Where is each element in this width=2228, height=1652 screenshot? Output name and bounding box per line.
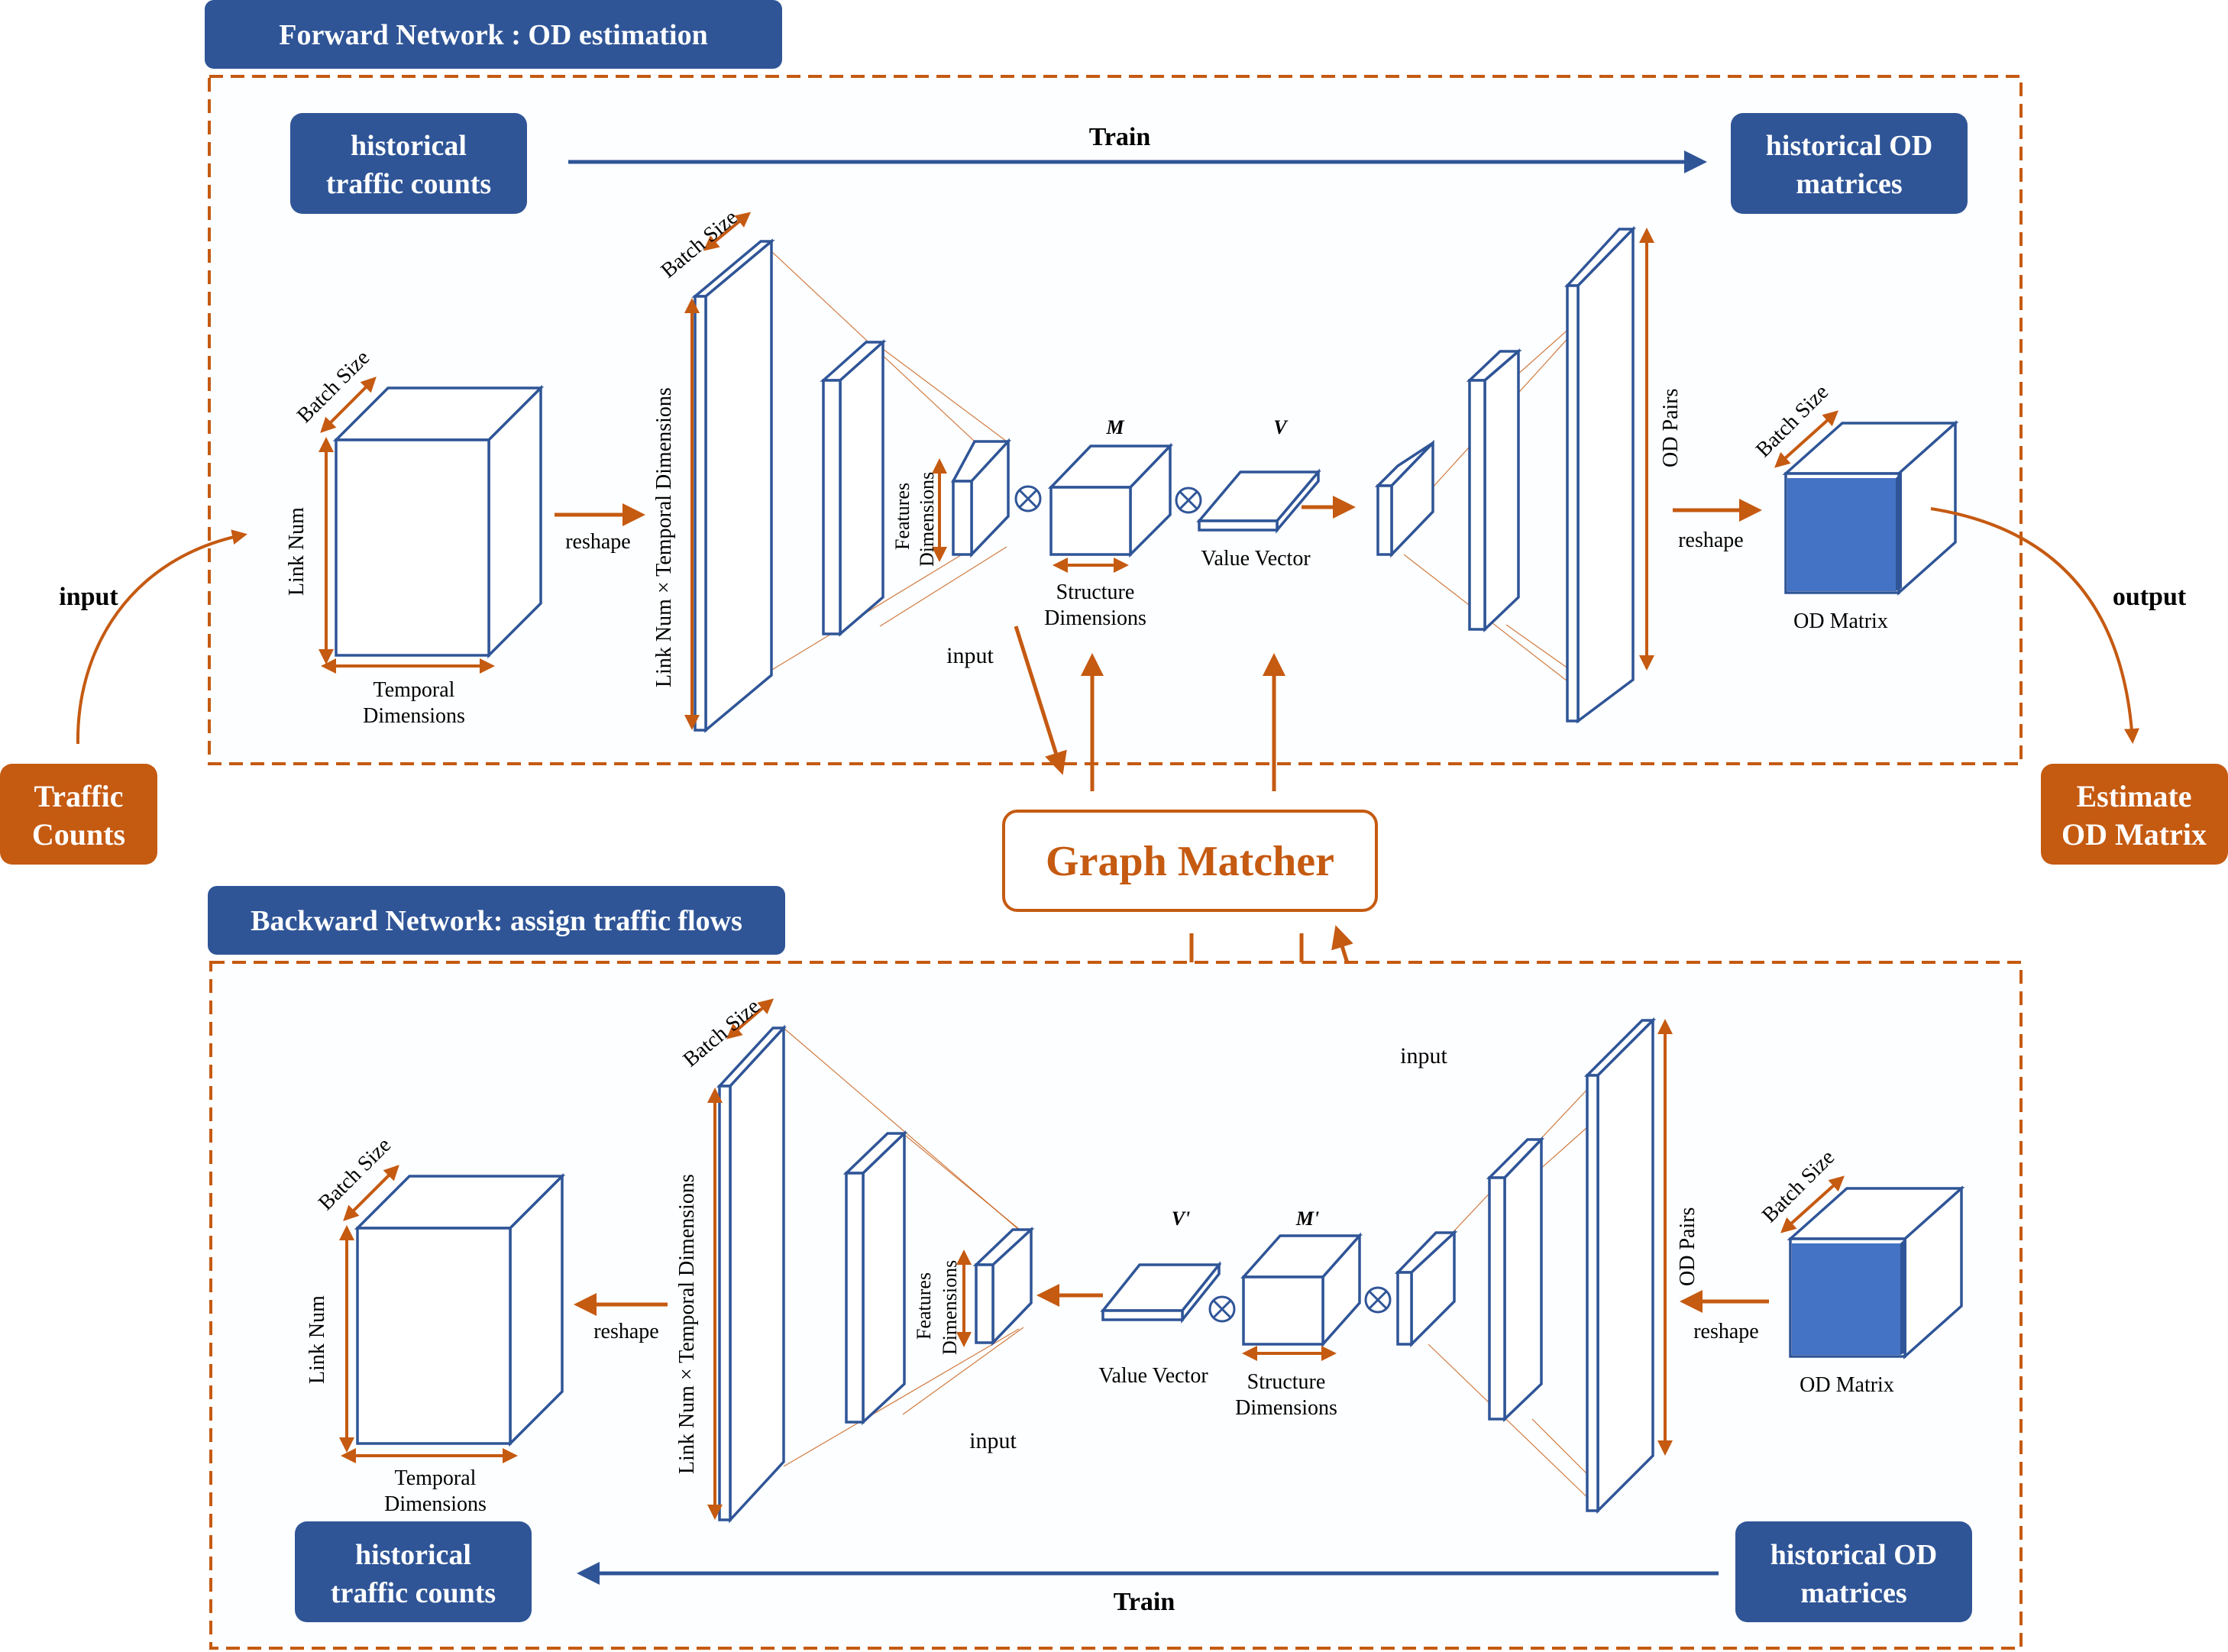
backward-input-left-label: input: [969, 1428, 1017, 1453]
backward-title: Backward Network: assign traffic flows: [251, 905, 742, 937]
backward-network: Backward Network: assign traffic flows h…: [208, 886, 2023, 1650]
backward-hist-counts-box: [295, 1521, 532, 1622]
forward-features-line2: Dimensions: [916, 472, 938, 567]
forward-hist-od-line2: matrices: [1796, 168, 1902, 200]
forward-temporal-line1: Temporal: [373, 678, 455, 702]
backward-title-box: [208, 886, 785, 955]
backward-decoder-left: [716, 1024, 1035, 1524]
forward-value-vector-label: Value Vector: [1201, 547, 1311, 571]
backward-od-matrix-label: OD Matrix: [1800, 1373, 1894, 1397]
backward-vprime-slab: [1100, 1261, 1222, 1324]
backward-temporal-line1: Temporal: [395, 1466, 477, 1490]
forward-enc-height-label: Link Num × Temporal Dimensions: [652, 387, 676, 687]
forward-enc-batch-arrow: [703, 212, 752, 251]
forward-network: Forward Network : OD estimation historic…: [205, 0, 2023, 765]
estimate-od-line1: Estimate: [2076, 779, 2191, 813]
backward-dec-height-label: Link Num × Temporal Dimensions: [675, 1174, 699, 1474]
forward-od-batch-arrow: [1774, 410, 1838, 468]
forward-encoder: [691, 238, 1011, 733]
forward-hist-counts-line2: traffic counts: [326, 168, 491, 200]
forward-hist-counts-line1: historical: [351, 130, 467, 162]
forward-batch-arrow: [320, 377, 377, 433]
forward-reshape-out-label: reshape: [1678, 529, 1744, 552]
backward-features-line1: Features: [913, 1272, 935, 1340]
backward-encoder-right: [1394, 1017, 1657, 1515]
forward-v-slab: [1196, 468, 1321, 534]
estimate-od-line2: OD Matrix: [2061, 817, 2207, 852]
backward-hist-od-box: [1735, 1521, 1972, 1622]
traffic-counts-box: [0, 764, 157, 865]
backward-od-matrix-cube: [1787, 1185, 1965, 1359]
backward-hist-od-line1: historical OD: [1770, 1539, 1937, 1571]
fwd-input-to-gm-arrow: [1014, 626, 1067, 775]
backward-linknum-label: Link Num: [306, 1295, 329, 1384]
backward-hist-counts-line2: traffic counts: [331, 1577, 496, 1609]
side-input-arrow: [76, 529, 247, 745]
backward-temporal-line2: Dimensions: [384, 1492, 487, 1516]
forward-input-cube: [332, 384, 545, 659]
forward-od-pairs-label: OD Pairs: [1659, 389, 1683, 467]
forward-structure-line1: Structure: [1056, 580, 1135, 604]
backward-vprime-label: V': [1172, 1207, 1191, 1230]
backward-od-batch-arrow: [1780, 1175, 1845, 1233]
side-elements: Traffic Counts input Estimate OD Matrix …: [0, 507, 2228, 865]
forward-hist-od-line1: historical OD: [1766, 130, 1932, 162]
backward-features-line2: Dimensions: [939, 1260, 961, 1355]
backward-reshape-right-label: reshape: [1693, 1320, 1759, 1343]
forward-structure-line2: Dimensions: [1044, 606, 1146, 630]
forward-m-label: M: [1105, 416, 1124, 438]
forward-reshape-in-label: reshape: [565, 530, 631, 554]
backward-mprime-label: M': [1295, 1207, 1319, 1230]
backward-batch-arrow: [343, 1165, 399, 1221]
backward-value-vector-label: Value Vector: [1098, 1364, 1208, 1388]
backward-structure-line1: Structure: [1247, 1370, 1326, 1394]
backward-train-label: Train: [1114, 1588, 1175, 1616]
side-output-label: output: [2113, 583, 2187, 611]
forward-title: Forward Network : OD estimation: [279, 19, 707, 51]
graph-matcher-label: Graph Matcher: [1046, 838, 1334, 885]
side-input-label: input: [59, 583, 118, 611]
forward-hist-counts-box: [290, 113, 527, 214]
backward-hist-od-line2: matrices: [1800, 1577, 1906, 1609]
forward-decoder: [1374, 225, 1637, 724]
backward-output-cube: [354, 1172, 566, 1447]
forward-temporal-line2: Dimensions: [363, 704, 465, 728]
backward-input-right-label: input: [1400, 1043, 1447, 1068]
side-output-arrow: [1930, 507, 2139, 744]
traffic-counts-line2: Counts: [32, 817, 125, 852]
backward-od-pairs-label: OD Pairs: [1676, 1207, 1699, 1286]
forward-od-matrix-label: OD Matrix: [1793, 609, 1888, 633]
traffic-counts-line1: Traffic: [34, 779, 124, 813]
forward-linknum-label: Link Num: [285, 507, 309, 596]
forward-m-cube: [1047, 442, 1174, 558]
backward-dec-batch-arrow: [726, 998, 774, 1039]
forward-features-line1: Features: [891, 483, 914, 550]
forward-hist-od-box: [1731, 113, 1968, 214]
forward-title-box: [205, 0, 782, 69]
estimate-od-box: [2041, 764, 2228, 865]
backward-structure-line2: Dimensions: [1235, 1396, 1337, 1420]
forward-input-label: input: [946, 643, 994, 668]
forward-train-label: Train: [1089, 123, 1151, 151]
forward-v-label: V: [1273, 416, 1289, 438]
graph-matcher-box: [1002, 810, 1378, 912]
backward-mprime-cube: [1240, 1232, 1363, 1348]
backward-hist-counts-line1: historical: [355, 1539, 471, 1571]
backward-reshape-left-label: reshape: [593, 1320, 659, 1343]
